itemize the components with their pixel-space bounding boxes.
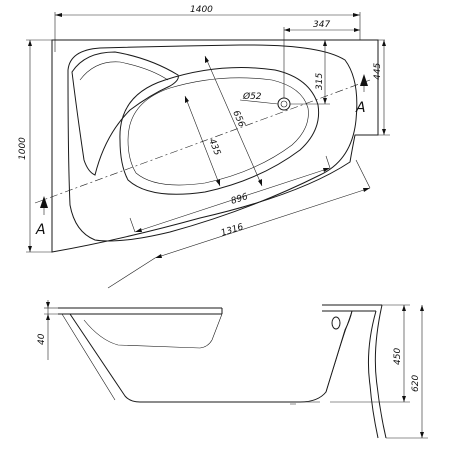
drain-diameter-leader bbox=[239, 99, 279, 105]
dim-label-1000: 1000 bbox=[18, 137, 28, 160]
dim-label-315: 315 bbox=[315, 73, 325, 90]
section-marker-left: A bbox=[35, 196, 48, 238]
dim-line-435 bbox=[184, 95, 221, 187]
dim-line-1316 bbox=[154, 187, 371, 259]
basin-outer bbox=[119, 67, 320, 195]
rim-top bbox=[58, 307, 223, 315]
basin-inner bbox=[127, 77, 309, 186]
floor-baseline bbox=[150, 401, 320, 405]
right-inner-wall bbox=[325, 310, 353, 393]
rim-guide-lines bbox=[54, 39, 385, 52]
section-marker-right: A bbox=[355, 74, 368, 116]
dim-label-347: 347 bbox=[313, 20, 330, 30]
left-wall-inner-line bbox=[61, 313, 116, 401]
drain-outer-circle bbox=[277, 97, 291, 111]
overflow-hole bbox=[331, 316, 341, 330]
dim-label-435: 435 bbox=[206, 137, 222, 157]
dim-line-896 bbox=[134, 167, 331, 233]
dim-label-1400: 1400 bbox=[190, 5, 213, 15]
dim-label-445: 445 bbox=[373, 63, 383, 80]
seat-inner-line bbox=[79, 61, 169, 81]
drain-inner-circle bbox=[280, 100, 288, 108]
dim-label-896: 896 bbox=[230, 192, 250, 207]
dim-line-656 bbox=[204, 55, 263, 187]
seat-contour bbox=[71, 51, 179, 176]
tub-outer-contour bbox=[67, 44, 358, 242]
seat-step bbox=[83, 313, 223, 349]
dim-label-620: 620 bbox=[411, 375, 421, 392]
right-rim-top bbox=[322, 304, 382, 312]
left-inner-wall bbox=[69, 310, 353, 403]
svg-text:A: A bbox=[35, 222, 46, 238]
top-view: 1400 347 315 445 1000 Ø52 656 bbox=[18, 5, 390, 289]
dim-label-1316: 1316 bbox=[220, 222, 245, 239]
dim-label-450: 450 bbox=[393, 348, 403, 365]
svg-text:A: A bbox=[355, 100, 366, 116]
dim-label-40: 40 bbox=[37, 333, 47, 345]
side-section-view: 40 450 620 bbox=[37, 300, 428, 439]
right-outer-wall bbox=[367, 304, 387, 439]
dim-label-drain-diameter: Ø52 bbox=[242, 91, 262, 102]
